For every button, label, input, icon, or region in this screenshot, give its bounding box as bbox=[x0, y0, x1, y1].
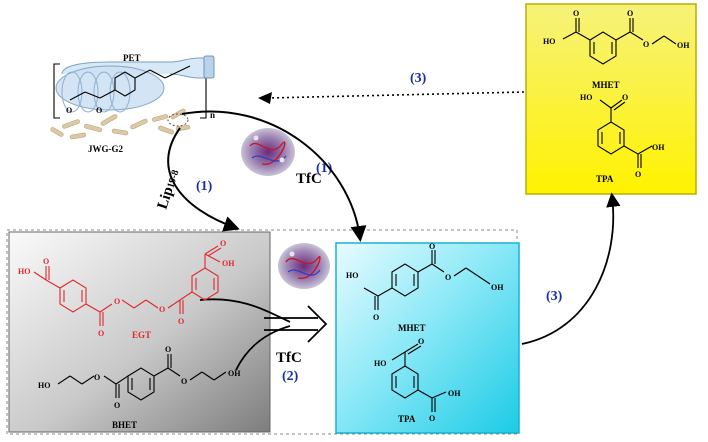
mhet-top-label: MHET bbox=[592, 80, 620, 90]
bhet-label: BHET bbox=[112, 420, 137, 430]
bhet-o2: O bbox=[114, 401, 120, 410]
mhet-top-o3: O bbox=[643, 40, 649, 49]
tpa-top-o2: O bbox=[635, 170, 641, 179]
oxygen-label-2: O bbox=[96, 106, 102, 115]
tpa-top-ho: HO bbox=[580, 93, 592, 102]
step-1-left: (1) bbox=[196, 179, 213, 194]
enzyme-lip-label: Lip19-8 bbox=[155, 167, 183, 211]
bhet-oh: OH bbox=[228, 369, 241, 378]
jwg-label: JWG-G2 bbox=[88, 144, 123, 154]
tpa-top-label: TPA bbox=[596, 174, 614, 184]
bhet-conversion-arrow bbox=[235, 325, 291, 371]
recycle-dotted-arrow bbox=[267, 91, 525, 99]
bhet-o1: O bbox=[94, 373, 100, 382]
recycle-dotted-arrowhead bbox=[258, 92, 272, 104]
tpa-cyan-oh: OH bbox=[448, 389, 461, 398]
pet-bottle-icon bbox=[53, 55, 215, 119]
products-box-yellow bbox=[525, 3, 697, 195]
tfc-hydrolysis-arrow bbox=[181, 110, 367, 242]
cyan-to-yellow-arrow bbox=[521, 192, 621, 345]
mhet-cyan-ho: HO bbox=[346, 271, 358, 280]
egt-o4: O bbox=[159, 305, 165, 314]
double-arrow bbox=[264, 305, 328, 343]
egt-o6: O bbox=[220, 239, 226, 248]
step-1-right: (1) bbox=[316, 161, 333, 176]
enzyme-tfc-middle-label: TfC bbox=[276, 350, 302, 366]
bhet-structure bbox=[57, 354, 227, 401]
oxygen-label-1: O bbox=[66, 106, 72, 115]
tpa-structure-top bbox=[597, 99, 653, 168]
step-3-top: (3) bbox=[410, 71, 427, 86]
tpa-cyan-o1: O bbox=[418, 337, 424, 346]
mhet-top-o1: O bbox=[573, 9, 579, 18]
lip-hydrolysis-arrow bbox=[167, 127, 240, 232]
mhet-top-ho: HO bbox=[543, 37, 555, 46]
mhet-cyan-label: MHET bbox=[398, 323, 426, 333]
mhet-top-o2: O bbox=[627, 9, 633, 18]
tpa-cyan-label: TPA bbox=[398, 414, 416, 424]
mhet-cyan-o1: O bbox=[373, 313, 379, 322]
step-2: (2) bbox=[282, 369, 299, 384]
egt-o3: O bbox=[114, 297, 120, 306]
egt-structure bbox=[33, 245, 222, 326]
egt-o5: O bbox=[178, 317, 184, 326]
mhet-cyan-o3: O bbox=[445, 273, 451, 282]
enzyme-tfc-top-label: TfC bbox=[296, 171, 322, 187]
selected-particle-ring bbox=[167, 113, 189, 127]
tpa-cyan-o2: O bbox=[429, 414, 435, 423]
egt-ho: HO bbox=[18, 267, 30, 276]
egt-oh: OH bbox=[222, 259, 235, 268]
bhet-o3: O bbox=[165, 345, 171, 354]
bhet-o4: O bbox=[181, 377, 187, 386]
mhet-cyan-o2: O bbox=[429, 242, 435, 251]
tpa-top-o1: O bbox=[622, 93, 628, 102]
egt-o2: O bbox=[98, 329, 104, 338]
polymer-n-label: n bbox=[210, 110, 215, 120]
products-box-cyan bbox=[335, 242, 520, 434]
enzyme-protein-icon-middle bbox=[278, 243, 330, 289]
mhet-structure-top bbox=[562, 18, 677, 65]
mhet-cyan-oh: OH bbox=[491, 283, 504, 292]
pet-label: PET bbox=[123, 53, 141, 63]
tpa-cyan-ho: HO bbox=[374, 359, 386, 368]
mhet-top-oh: OH bbox=[677, 41, 690, 50]
egt-label: EGT bbox=[132, 330, 151, 340]
bhet-ho: HO bbox=[38, 381, 50, 390]
step-3-right: (3) bbox=[546, 289, 563, 304]
tpa-structure-cyan bbox=[391, 343, 447, 412]
tpa-top-oh: OH bbox=[652, 143, 665, 152]
egt-o1: O bbox=[43, 257, 49, 266]
carrier-particles-icon bbox=[50, 108, 191, 140]
mhet-structure-cyan bbox=[363, 250, 491, 310]
enzyme-protein-icon bbox=[241, 128, 295, 176]
